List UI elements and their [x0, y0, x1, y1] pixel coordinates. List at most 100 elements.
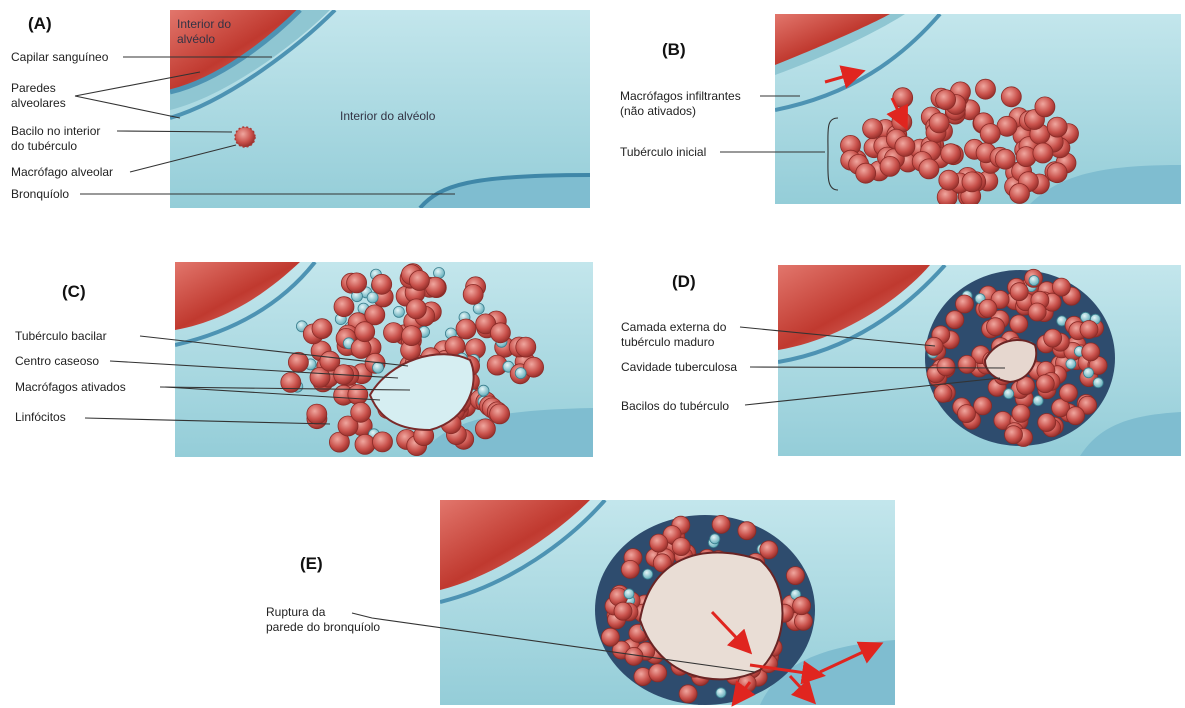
label-tuberculo-inicial: Tubérculo inicial [620, 145, 706, 160]
label-capilar-sanguineo: Capilar sanguíneo [11, 50, 108, 65]
macrophage-cell [979, 299, 997, 317]
macrophage-cell [384, 323, 404, 343]
label-macrofagos-infiltrantes: Macrófagos infiltrantes (não ativados) [620, 89, 741, 119]
macrophage-cell [281, 372, 301, 392]
macrophage-cell [937, 358, 955, 376]
macrophage-cell [1044, 329, 1062, 347]
lymphocyte-cell [1093, 378, 1103, 388]
lymphocyte-cell [367, 292, 378, 303]
macrophage-cell [939, 170, 959, 190]
lymphocyte-cell [1029, 276, 1039, 286]
macrophage-cell [863, 119, 883, 139]
macrophage-cell [1038, 414, 1056, 432]
macrophage-cell [1059, 384, 1077, 402]
macrophage-cell [946, 311, 964, 329]
label-paredes-alveolares: Paredes alveolares [11, 81, 66, 111]
panel-letter-c: (C) [62, 282, 86, 302]
macrophage-cell [1035, 97, 1055, 117]
macrophage-cell [672, 538, 690, 556]
macrophage-cell [794, 612, 812, 630]
macrophage-cell [1033, 143, 1053, 163]
macrophage-cell [1082, 343, 1100, 361]
lymphocyte-cell [478, 385, 489, 396]
lymphocyte-cell [643, 569, 653, 579]
macrophage-cell [409, 271, 429, 291]
macrophage-cell [1005, 426, 1023, 444]
macrophage-cell [929, 113, 949, 133]
label-macrofago-alveolar: Macrófago alveolar [11, 165, 113, 180]
label-tuberculo-bacilar: Tubérculo bacilar [15, 329, 107, 344]
macrophage-cell [288, 352, 308, 372]
panel-letter-e: (E) [300, 554, 323, 574]
macrophage-cell [614, 602, 632, 620]
macrophage-cell [1010, 184, 1030, 204]
lymphocyte-cell [1084, 368, 1094, 378]
macrophage-cell [976, 79, 996, 99]
macrophage-cell [1047, 163, 1067, 183]
macrophage-cell [524, 357, 544, 377]
macrophage-cell [958, 355, 976, 373]
lymphocyte-cell [1066, 359, 1076, 369]
macrophage-cell [962, 172, 982, 192]
label-centro-caseoso: Centro caseoso [15, 354, 99, 369]
macrophage-cell [334, 297, 354, 317]
label-bacilos-tuberculo: Bacilos do tubérculo [621, 399, 729, 414]
panel-letter-d: (D) [672, 272, 696, 292]
macrophage-cell [934, 384, 952, 402]
macrophage-cell [980, 124, 1000, 144]
macrophage-cell [995, 149, 1015, 169]
macrophage-cell [856, 163, 876, 183]
macrophage-cell [1080, 321, 1098, 339]
panel-c-scene [175, 262, 593, 457]
macrophage-cell [475, 419, 495, 439]
macrophage-cell [347, 273, 367, 293]
panel-b-scene [775, 14, 1181, 207]
macrophage-cell [712, 515, 730, 533]
macrophage-cell [880, 156, 900, 176]
lymphocyte-cell [373, 362, 384, 373]
lymphocyte-cell [515, 368, 526, 379]
macrophage-cell [307, 404, 327, 424]
macrophage-cell [355, 434, 375, 454]
macrophage-cell [490, 404, 510, 424]
panel-letter-b: (B) [662, 40, 686, 60]
label-interior-alveolo-top: Interior do alvéolo [177, 17, 231, 47]
panel-e-scene [440, 500, 895, 705]
label-bronquiolo: Bronquíolo [11, 187, 69, 202]
lymphocyte-cell [716, 688, 726, 698]
macrophage-cell [1010, 315, 1028, 333]
macrophage-cell [351, 402, 371, 422]
macrophage-cell [936, 90, 956, 110]
macrophage-cell [312, 319, 332, 339]
panel-d-scene [778, 265, 1181, 456]
macrophage-cell [348, 385, 368, 405]
macrophage-cell [373, 432, 393, 452]
label-cavidade-tuberculosa: Cavidade tuberculosa [621, 360, 737, 375]
macrophage-cell [738, 522, 756, 540]
macrophage-cell [490, 323, 510, 343]
macrophage-cell [895, 136, 915, 156]
macrophage-cell [516, 337, 536, 357]
lymphocyte-cell [393, 306, 404, 317]
macrophage-cell [402, 326, 422, 346]
macrophage-cell [958, 405, 976, 423]
macrophage-cell [621, 560, 639, 578]
macrophage-cell [1028, 303, 1046, 321]
macrophage-cell [793, 597, 811, 615]
macrophage-cell [1067, 407, 1085, 425]
macrophage-cell [463, 284, 483, 304]
panel-letter-a: (A) [28, 14, 52, 34]
lymphocyte-cell [473, 303, 484, 314]
macrophage-cell [1052, 278, 1070, 296]
macrophage-cell [1012, 404, 1030, 422]
macrophage-cell [956, 295, 974, 313]
macrophage-cell [919, 159, 939, 179]
macrophage-cell [941, 144, 961, 164]
macrophage-cell [987, 318, 1005, 336]
macrophage-cell [1010, 283, 1028, 301]
lymphocyte-cell [1033, 396, 1043, 406]
label-bacilo-interior: Bacilo no interior do tubérculo [11, 124, 100, 154]
label-macrofagos-ativados: Macrófagos ativados [15, 380, 126, 395]
macrophage-cell [1047, 117, 1067, 137]
